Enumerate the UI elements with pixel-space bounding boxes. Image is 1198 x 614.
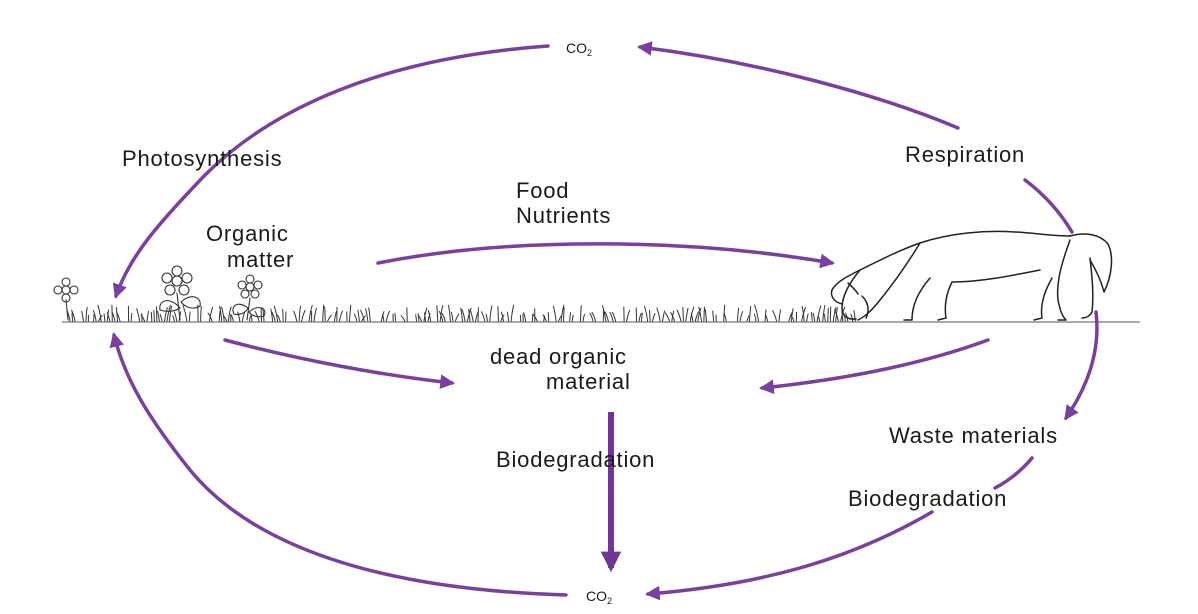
material-label: material bbox=[546, 369, 631, 394]
co2-top-label: CO2 bbox=[566, 40, 592, 58]
photosynthesis-label: Photosynthesis bbox=[122, 146, 282, 171]
horse-icon bbox=[831, 231, 1111, 320]
arrow-waste-to-co2-lower bbox=[648, 512, 932, 594]
dead-organic-label: dead organic bbox=[490, 344, 627, 369]
biodegradation-right-label: Biodegradation bbox=[848, 486, 1007, 511]
arrow-to-dead-matter-right bbox=[762, 340, 988, 388]
waste-materials-label: Waste materials bbox=[889, 423, 1058, 448]
arrow-respiration-arc-lower bbox=[1025, 180, 1072, 232]
food-label: Food bbox=[516, 178, 569, 203]
nutrients-label: Nutrients bbox=[516, 203, 611, 228]
matter-label: matter bbox=[227, 247, 294, 272]
arrow-photosynthesis-arc bbox=[116, 46, 548, 296]
arrow-respiration-arc-upper bbox=[640, 47, 958, 128]
grass-icon bbox=[67, 305, 855, 321]
arrow-waste-to-co2-upper bbox=[995, 458, 1032, 488]
arrow-to-dead-matter-left bbox=[225, 340, 452, 383]
biodegradation-center-label: Biodegradation bbox=[496, 447, 655, 472]
flower-icon bbox=[54, 278, 78, 320]
co2-bottom-label: CO2 bbox=[586, 588, 612, 606]
arrow-food-nutrients bbox=[378, 244, 832, 263]
respiration-label: Respiration bbox=[905, 142, 1025, 167]
organic-label: Organic bbox=[206, 221, 289, 246]
arrow-to-waste bbox=[1066, 312, 1097, 418]
grass-blades bbox=[67, 305, 855, 321]
